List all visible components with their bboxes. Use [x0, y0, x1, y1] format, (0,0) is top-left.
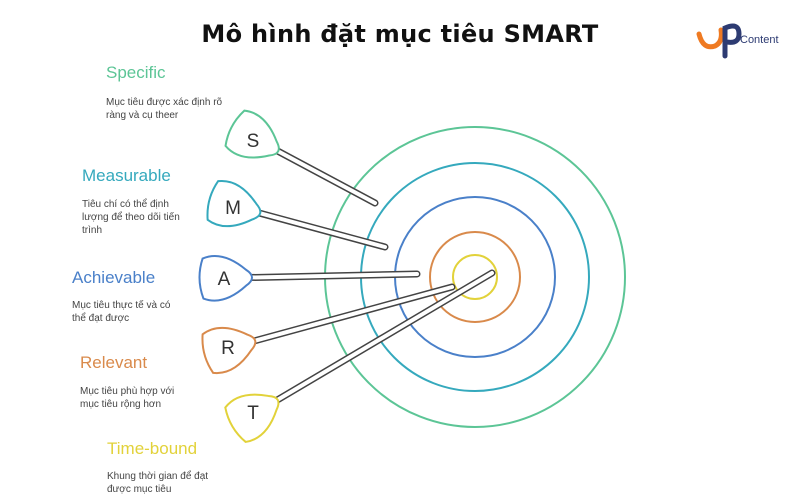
heading-relevant: Relevant: [80, 353, 148, 372]
dart-time-bound: T: [224, 269, 496, 443]
dart-head: [198, 255, 253, 302]
logo-text: Content: [740, 34, 779, 46]
dart-letter: S: [247, 131, 260, 152]
dart-shaft-inner: [230, 285, 454, 349]
heading-timebound: Time-bound: [107, 439, 198, 458]
heading-specific: Specific: [106, 63, 166, 82]
dart-letter: R: [221, 338, 235, 359]
dart-letter: M: [225, 198, 241, 219]
dart-achievable: A: [198, 255, 421, 302]
desc-specific: Mục tiêu được xác định rõ ràng và cụ the…: [106, 97, 223, 121]
dart-specific: S: [224, 109, 379, 207]
dart-shaft-inner: [235, 205, 387, 249]
desc-measurable: Tiêu chí có thể định lượng để theo dõi t…: [82, 199, 180, 236]
dart-shaft-inner: [226, 272, 419, 280]
desc-achievable: Mục tiêu thực tế và có thể đạt được: [72, 300, 171, 324]
ring-relevant: [429, 231, 521, 323]
heading-measurable: Measurable: [82, 166, 171, 185]
dart-measurable: M: [206, 179, 389, 251]
dart-head: [206, 179, 262, 228]
dart-letter: A: [218, 269, 231, 290]
heading-achievable: Achievable: [72, 268, 156, 287]
page-title: Mô hình đặt mục tiêu SMART: [201, 20, 599, 48]
dart-letter: T: [247, 403, 259, 424]
desc-relevant: Mục tiêu phù hợp với mục tiêu rộng hơn: [80, 386, 175, 410]
ring-timebound: [452, 254, 498, 300]
dart-head: [224, 109, 280, 159]
dart-head: [201, 326, 257, 375]
logo-icon: [696, 23, 742, 59]
desc-timebound: Khung thời gian để đạt được mục tiêu: [107, 471, 209, 495]
dart-shaft-inner: [255, 271, 494, 414]
ring-achievable: [394, 196, 556, 358]
dart-relevant: R: [201, 283, 456, 375]
dart-head: [224, 393, 280, 443]
